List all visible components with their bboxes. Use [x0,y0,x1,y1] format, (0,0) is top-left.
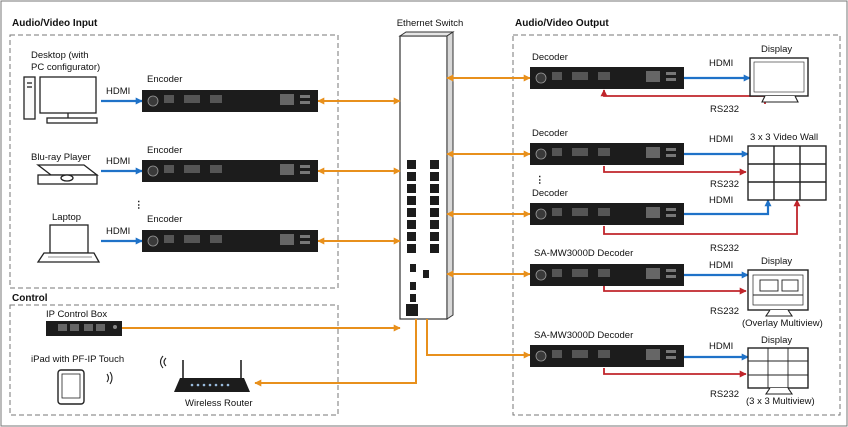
decoder-label: Decoder [532,188,568,199]
switch-port [407,196,416,205]
desktop-label-line1: Desktop (with [31,50,89,61]
mw-decoder-label: SA-MW3000D Decoder [534,330,633,341]
encoder-label: Encoder [147,214,182,225]
display-label: Display [761,44,792,55]
ethernet-switch [398,31,455,320]
switch-port [410,282,416,290]
overlay-multiview-label: (Overlay Multiview) [742,318,823,329]
switch-port [407,220,416,229]
decoders [530,67,684,367]
input-section-box [9,34,339,289]
switch-port [410,264,416,272]
hdmi-label: HDMI [709,134,733,145]
switch-port [430,220,439,229]
ethernet-link [254,319,417,387]
rs232-links [600,89,801,378]
ip-control-box-icon [46,321,122,336]
video-wall-icon [747,145,827,201]
hdmi-label: HDMI [106,156,130,167]
control-section-title: Control [12,293,48,304]
ip-control-box-label: IP Control Box [46,309,107,320]
switch-port [407,244,416,253]
rs232-label: RS232 [710,389,739,400]
mw-decoder-device [530,345,684,367]
switch-port [407,232,416,241]
encoder-device [142,160,318,182]
hdmi-label: HDMI [106,226,130,237]
switch-port [407,208,416,217]
switch-port [430,232,439,241]
hdmi-label: HDMI [709,341,733,352]
decoder-label: Decoder [532,52,568,63]
rs232-label: RS232 [710,179,739,190]
decoder-device [530,203,684,225]
mw-decoder-label: SA-MW3000D Decoder [534,248,633,259]
display-label: Display [761,256,792,267]
switch-port [407,184,416,193]
encoder-label: Encoder [147,74,182,85]
hdmi-label: HDMI [106,86,130,97]
multiview-display-icon [747,347,809,395]
decoder-label: Decoder [532,128,568,139]
switch-port [423,270,429,278]
switch-port [430,244,439,253]
wireless-signal-icon [106,355,167,385]
router-label: Wireless Router [185,398,253,409]
input-section-title: Audio/Video Input [12,18,98,29]
switch-port [430,160,439,169]
hdmi-label: HDMI [709,260,733,271]
ipad-icon [57,369,85,405]
switch-uplink-port [406,304,418,316]
ellipsis: ⋮ [535,175,545,186]
switch-port [410,294,416,302]
hdmi-label: HDMI [709,58,733,69]
overlay-multiview-display-icon [747,269,809,317]
display-icon [749,57,809,103]
mw-decoder-device [530,264,684,286]
control-section-box [9,304,339,416]
switch-port [430,172,439,181]
hdmi-label: HDMI [709,195,733,206]
multiview-label: (3 x 3 Multiview) [746,396,815,407]
ellipsis: ⋮ [134,200,144,211]
rs232-label: RS232 [710,243,739,254]
desktop-computer-icon [23,76,98,124]
switch-port [407,172,416,181]
bluray-label: Blu-ray Player [31,152,91,163]
switch-title: Ethernet Switch [397,18,464,29]
rs232-label: RS232 [710,104,739,115]
encoder-device [142,230,318,252]
output-section-box [512,34,841,416]
output-section-title: Audio/Video Output [515,18,609,29]
switch-port [430,196,439,205]
laptop-label: Laptop [52,212,81,223]
hdmi-links [101,74,772,361]
ethernet-links [122,74,531,387]
decoder-device [530,67,684,89]
wireless-router-icon [174,360,250,392]
video-wall-label: 3 x 3 Video Wall [750,132,818,143]
display-label: Display [761,335,792,346]
encoder-label: Encoder [147,145,182,156]
desktop-label-line2: PC configurator) [31,62,100,73]
bluray-player-icon [36,164,99,185]
encoder-device [142,90,318,112]
encoders [142,90,318,252]
ipad-label: iPad with PF-IP Touch [31,354,124,365]
ethernet-link [426,319,531,359]
rs232-label: RS232 [710,306,739,317]
decoder-device [530,143,684,165]
laptop-icon [36,224,101,263]
switch-port [430,184,439,193]
switch-ports [406,160,439,316]
switch-port [407,160,416,169]
switch-port [430,208,439,217]
